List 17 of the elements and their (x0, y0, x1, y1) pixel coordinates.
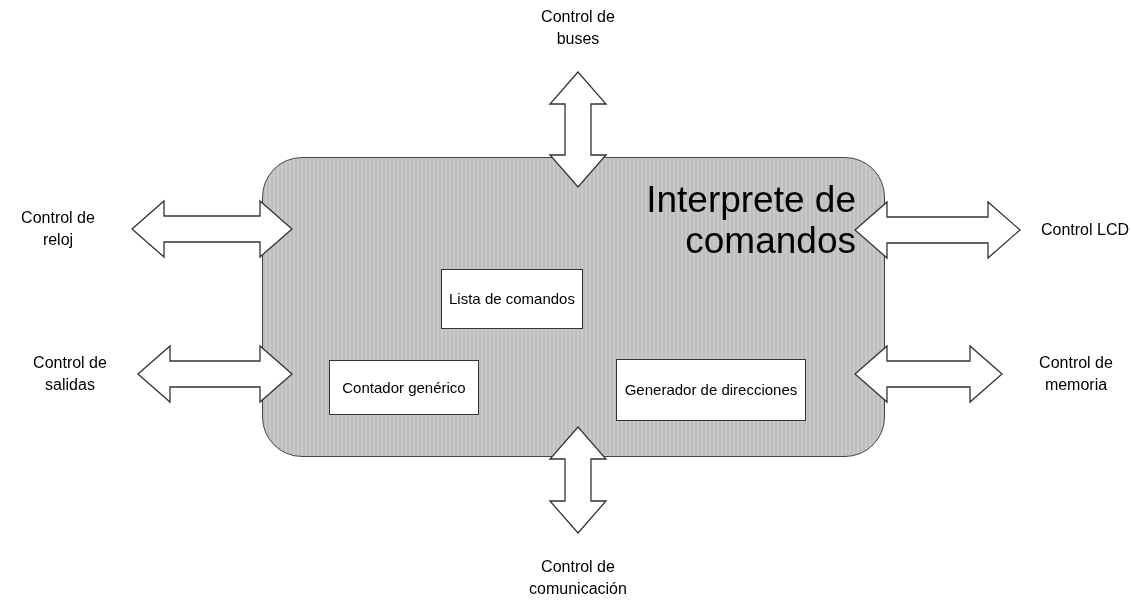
module-box: Generador de direcciones (616, 359, 806, 421)
double-block-arrow (137, 344, 293, 404)
interface-label: Control de comunicación (508, 553, 648, 603)
double-block-arrow (548, 71, 608, 188)
module-box: Lista de comandos (441, 269, 583, 329)
interface-label: Control de salidas (22, 348, 118, 400)
interface-label: Control de reloj (4, 203, 112, 255)
interface-label: Control de buses (518, 4, 638, 52)
double-block-arrow (131, 199, 293, 259)
module-box: Contador genérico (329, 360, 479, 415)
double-block-arrow (854, 344, 1003, 404)
double-block-arrow (548, 426, 608, 534)
rounded-block (262, 157, 885, 457)
interface-label: Control LCD (1040, 203, 1130, 257)
block-title: Interprete de comandos (645, 180, 856, 262)
interface-label: Control de memoria (1022, 350, 1130, 398)
double-block-arrow (854, 200, 1021, 260)
